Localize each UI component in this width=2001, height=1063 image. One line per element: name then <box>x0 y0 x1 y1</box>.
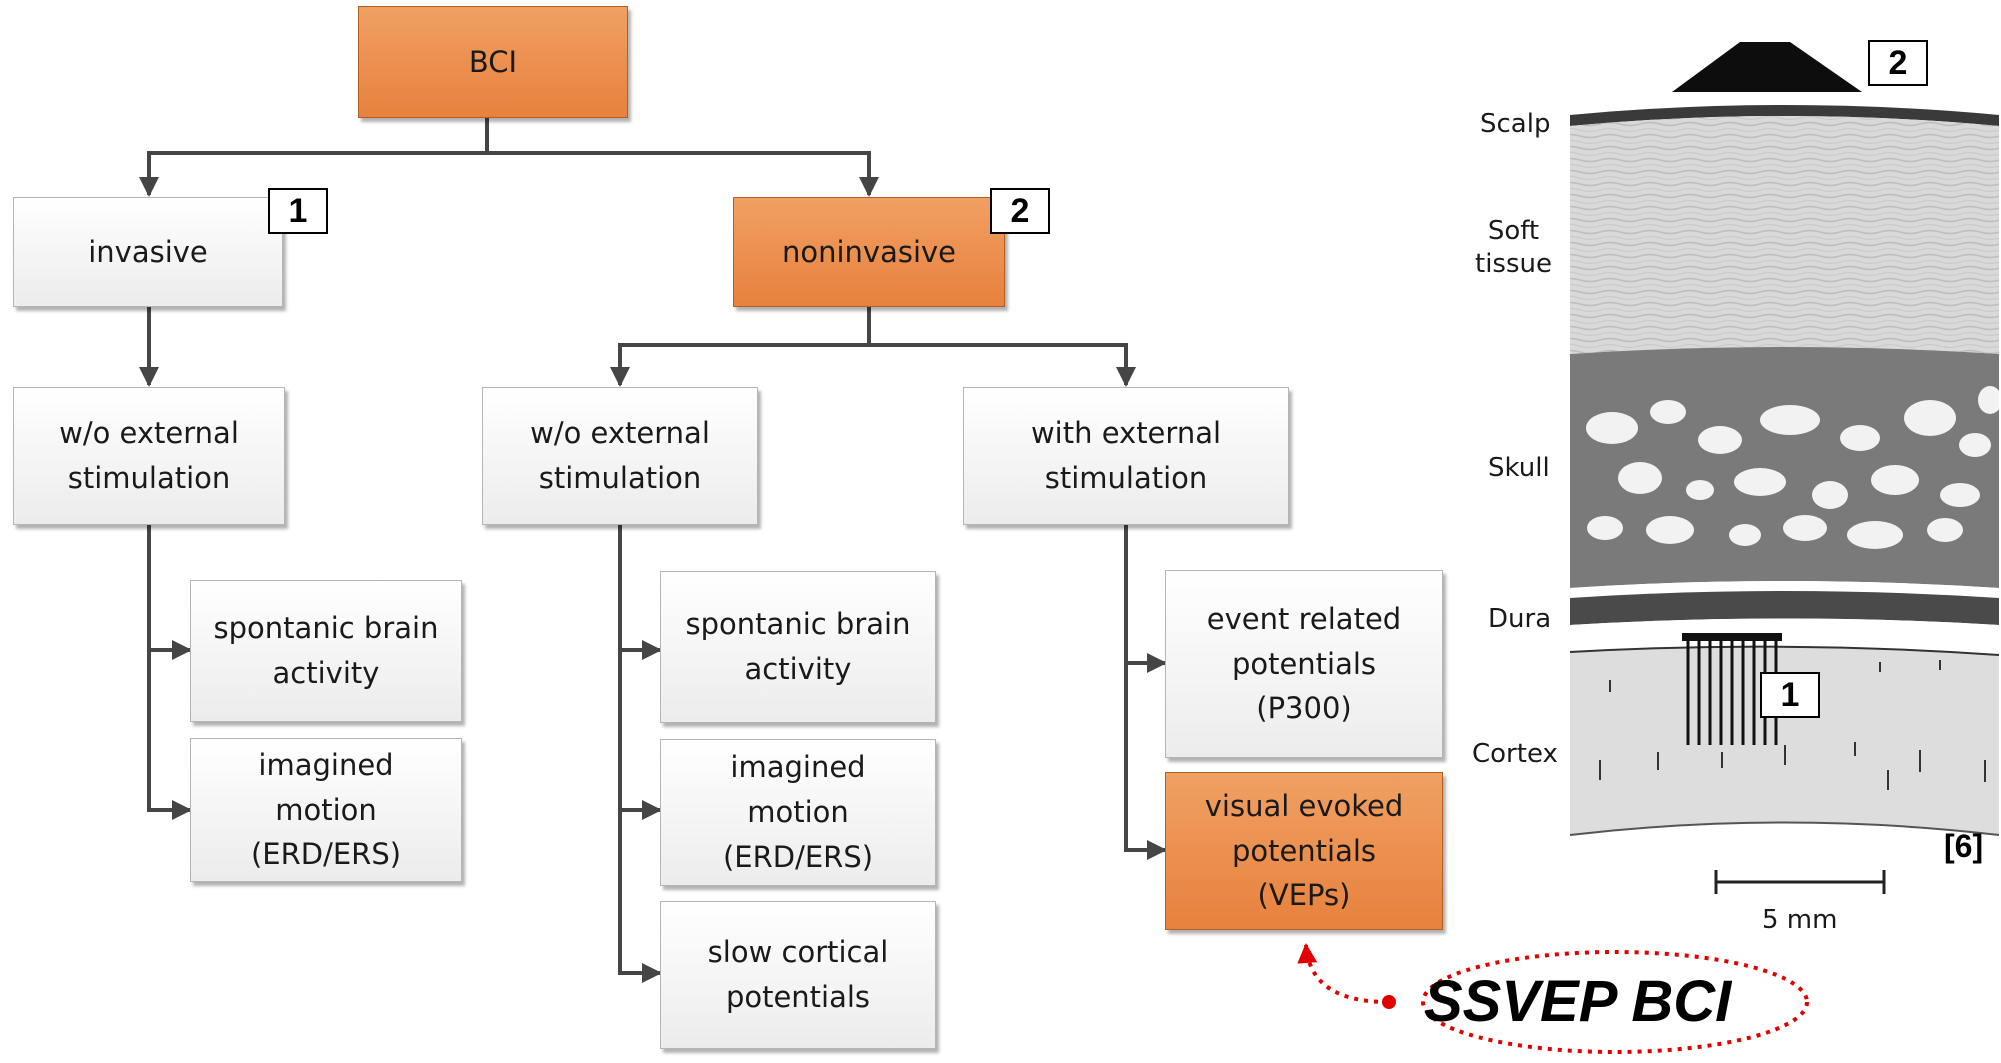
label-dura: Dura <box>1488 604 1552 634</box>
scale-bar <box>1714 870 1886 894</box>
node-with-stimulation: with external stimulation <box>963 387 1289 525</box>
node-bci: BCI <box>358 6 628 118</box>
node-noninvasive: noninvasive <box>733 197 1005 307</box>
label-scalp: Scalp <box>1480 109 1551 139</box>
ssvep-callout-text: SSVEP BCI <box>1424 969 1732 1034</box>
citation-label: [6] <box>1944 828 1984 864</box>
node-noninvasive-imagined: imagined motion (ERD/ERS) <box>660 739 936 886</box>
ssvep-callout-ellipse <box>1421 950 1809 1054</box>
node-invasive-imagined: imagined motion (ERD/ERS) <box>190 738 462 882</box>
label-skull: Skull <box>1488 453 1550 483</box>
marker-2-electrode: 2 <box>1868 40 1928 86</box>
label-cortex: Cortex <box>1472 739 1558 769</box>
node-event-related: event related potentials (P300) <box>1165 570 1443 758</box>
marker-1-array: 1 <box>1760 672 1820 718</box>
node-slow-cortical: slow cortical potentials <box>660 901 936 1049</box>
marker-1-invasive: 1 <box>268 188 328 234</box>
node-noninvasive-without-stimulation: w/o external stimulation <box>482 387 758 525</box>
anatomy-cross-section <box>1569 42 1999 836</box>
node-invasive-without-stimulation: w/o external stimulation <box>13 387 285 525</box>
node-invasive-spontanic: spontanic brain activity <box>190 580 462 722</box>
node-visual-evoked: visual evoked potentials (VEPs) <box>1165 772 1443 930</box>
node-noninvasive-spontanic: spontanic brain activity <box>660 571 936 723</box>
node-invasive: invasive <box>13 197 283 307</box>
scale-label: 5 mm <box>1762 905 1838 935</box>
marker-2-noninvasive: 2 <box>990 188 1050 234</box>
label-soft-tissue: Soft tissue <box>1475 216 1552 279</box>
